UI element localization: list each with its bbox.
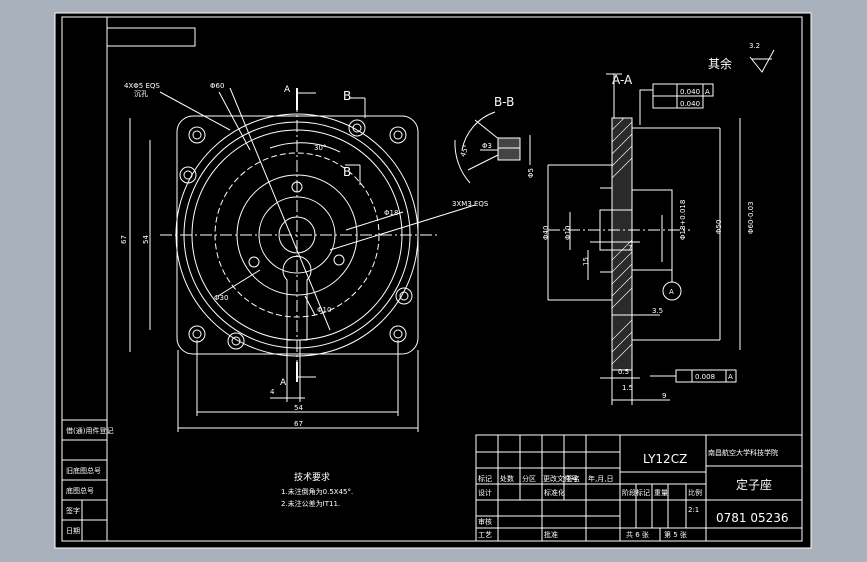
side-table-labels: 借(通)用件登记 旧底图总号 底图总号 签字 日期 xyxy=(66,426,113,535)
tol-3: 0.008 xyxy=(695,373,715,381)
front-view xyxy=(129,87,476,432)
design: 设计 xyxy=(478,488,492,497)
aa-d18: Φ18+0.018 xyxy=(679,200,687,240)
front-view-labels: 4XΦ5 EQS 沉孔 Φ60 A B B 30° Φ18 3XM3 EQS Φ… xyxy=(120,82,489,428)
header-1: 处数 xyxy=(500,474,514,483)
stage-0: 阶段标记 xyxy=(622,488,650,497)
dim-dia-small: Φ10 xyxy=(317,306,331,314)
tol-2: 0.040 xyxy=(680,100,700,108)
tap-note: 3XM3 EQS xyxy=(452,200,489,208)
tol-3-ref: A xyxy=(728,373,733,381)
section-b-top: B xyxy=(343,89,351,103)
dim-offset: 4 xyxy=(270,388,275,396)
surface-finish-value: 3.2 xyxy=(749,42,760,50)
aa-datum: A xyxy=(669,288,674,296)
surface-finish-symbol: 其余 3.2 xyxy=(708,42,775,73)
section-b-mid: B xyxy=(343,165,351,179)
review: 审核 xyxy=(478,517,492,526)
aa-d10: Φ10 xyxy=(564,226,572,240)
surface-finish-label: 其余 xyxy=(708,56,732,71)
approve: 批准 xyxy=(544,530,558,539)
dim-dia-center: Φ18 xyxy=(384,209,398,217)
bb-angle: 45° xyxy=(459,144,471,158)
aa-1-5: 1.5 xyxy=(622,384,633,392)
header-3: 更改文件号 xyxy=(543,474,578,483)
header-4: 签名 xyxy=(566,474,580,483)
dim-dia-left: Φ30 xyxy=(214,294,228,302)
section-aa-labels: A-A 0.040 A 0.040 Φ40 Φ10 15 7 Φ18+0.018… xyxy=(542,73,755,400)
standardization: 标准化 xyxy=(544,488,565,497)
title-block-text: LY12CZ 南昌航空大学科技学院 定子座 0781 05236 标记 处数 分… xyxy=(478,448,789,539)
aa-d40: Φ40 xyxy=(542,226,550,240)
aa-15: 15 xyxy=(582,257,590,266)
section-aa-title: A-A xyxy=(612,73,633,87)
tol-1-ref: A xyxy=(705,88,710,96)
sheets: 共 6 张 xyxy=(626,530,649,539)
section-a-bottom: A xyxy=(280,378,287,388)
notes-title: 技术要求 xyxy=(294,471,330,483)
dim-height-inner: 54 xyxy=(142,235,150,244)
aa-3-5: 3.5 xyxy=(652,307,663,315)
title-block xyxy=(475,434,803,542)
side-table-2: 旧底图总号 xyxy=(66,466,101,475)
hole-note: 4XΦ5 EQS xyxy=(124,82,160,90)
section-aa-view xyxy=(547,73,741,405)
side-table-3: 底图总号 xyxy=(66,486,94,495)
header-0: 标记 xyxy=(478,474,492,483)
aa-d60: Φ60-0.03 xyxy=(747,201,755,234)
hole-note-sub: 沉孔 xyxy=(134,90,148,98)
section-bb-view xyxy=(454,111,531,184)
aa-7: 7 xyxy=(628,244,632,252)
aa-9: 9 xyxy=(662,392,666,400)
side-table-5: 日期 xyxy=(66,527,80,535)
section-bb-title: B-B xyxy=(494,95,514,109)
material: LY12CZ xyxy=(643,452,687,466)
side-table-0: 借(通)用件登记 xyxy=(66,426,113,435)
notes-line-2: 2.未注公差为IT11. xyxy=(281,499,340,508)
aa-d50: Φ50 xyxy=(715,220,723,234)
part-name: 定子座 xyxy=(736,477,772,492)
dim-height-outer: 67 xyxy=(120,235,128,244)
bb-d1: Φ3 xyxy=(482,142,492,150)
stage-1: 重量 xyxy=(654,489,668,497)
notes-line-1: 1.未注倒角为0.5X45°. xyxy=(281,487,353,496)
section-a-top: A xyxy=(284,85,291,95)
bb-d2: Φ5 xyxy=(527,168,535,178)
section-bb-labels: B-B 45° Φ3 Φ5 xyxy=(459,95,535,178)
school-name: 南昌航空大学科技学院 xyxy=(708,448,778,457)
sheet-background xyxy=(54,12,812,549)
dim-width-inner: 54 xyxy=(294,404,303,412)
sheet-no: 第 5 张 xyxy=(664,530,687,539)
inner-frame xyxy=(61,16,803,542)
tol-1: 0.040 xyxy=(680,88,700,96)
side-table xyxy=(61,419,108,542)
drawing-number: 0781 05236 xyxy=(716,511,789,525)
dim-width-outer: 67 xyxy=(294,420,303,428)
scale: 2:1 xyxy=(688,506,699,514)
header-5: 年,月,日 xyxy=(588,474,613,483)
dim-dia-top: Φ60 xyxy=(210,82,224,90)
aa-0-5: 0.5 xyxy=(618,368,629,376)
dim-angle: 30° xyxy=(314,144,326,152)
code-box xyxy=(107,27,196,47)
header-2: 分区 xyxy=(522,474,536,483)
stage-2: 比例 xyxy=(688,488,702,497)
technical-notes: 技术要求 1.未注倒角为0.5X45°. 2.未注公差为IT11. xyxy=(281,471,353,508)
side-table-4: 签字 xyxy=(66,506,80,515)
process: 工艺 xyxy=(478,531,492,539)
